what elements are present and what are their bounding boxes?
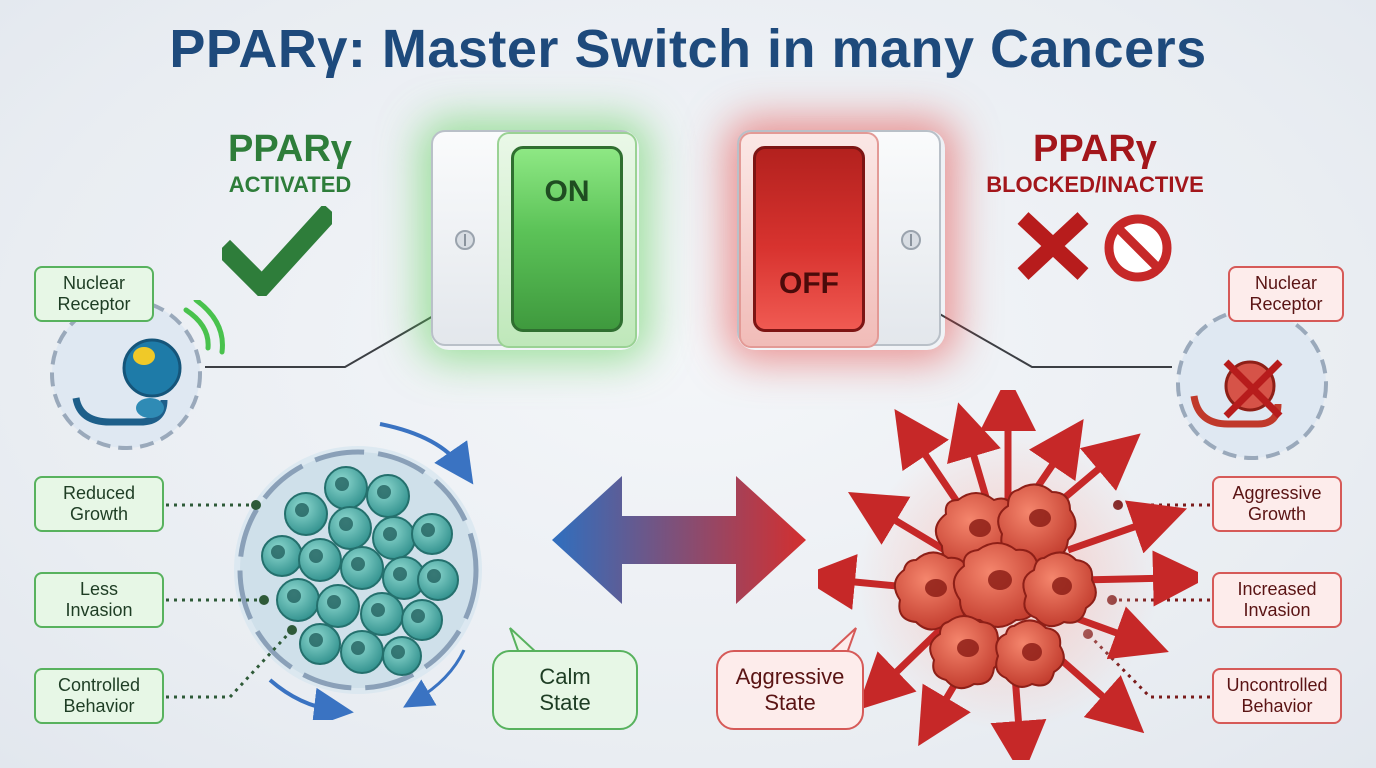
x-mark-icon [1223,359,1283,419]
calm-state-bubble: Calm State [492,650,638,730]
blocked-header-sub: BLOCKED/INACTIVE [986,172,1204,197]
page-title: PPARγ: Master Switch in many Cancers [169,19,1207,79]
ligand [133,347,155,365]
on-label: ON [544,175,590,208]
activated-header-sub: ACTIVATED [228,172,352,197]
check-icon [222,206,332,296]
signal-waves-icon [183,300,225,355]
aggressive-cell-cluster [818,390,1198,760]
activated-header: PPARγ ACTIVATED [185,128,395,198]
effect-aggressive-growth: Aggressive Growth [1212,476,1342,532]
double-arrow-icon [552,476,806,604]
effect-reduced-growth: Reduced Growth [34,476,164,532]
effect-less-invasion: Less Invasion [34,572,164,628]
effect-controlled-behavior: Controlled Behavior [34,668,164,724]
nuclear-receptor-label-left: Nuclear Receptor [34,266,154,322]
screw-icon [455,230,475,250]
off-switch[interactable]: OFF [737,130,945,350]
calm-cell-cluster [234,422,482,720]
x-mark-icon [1017,212,1089,280]
on-rocker[interactable]: ON [511,146,623,332]
receptor-base [136,398,164,418]
effect-uncontrolled-behavior: Uncontrolled Behavior [1212,668,1342,724]
activated-header-main: PPARγ [228,128,352,170]
prohibited-icon [1104,214,1172,282]
off-label: OFF [779,267,839,300]
nuclear-receptor-label-right: Nuclear Receptor [1228,266,1344,322]
active-receptor-group [50,300,225,450]
screw-icon [901,230,921,250]
off-rocker[interactable]: OFF [753,146,865,332]
aggressive-state-bubble: Aggressive State [716,650,864,730]
on-switch[interactable]: ON [431,130,639,350]
blocked-header: PPARγ BLOCKED/INACTIVE [945,128,1245,198]
effect-increased-invasion: Increased Invasion [1212,572,1342,628]
blocked-receptor-group [1176,308,1328,460]
blocked-header-main: PPARγ [1033,128,1157,170]
